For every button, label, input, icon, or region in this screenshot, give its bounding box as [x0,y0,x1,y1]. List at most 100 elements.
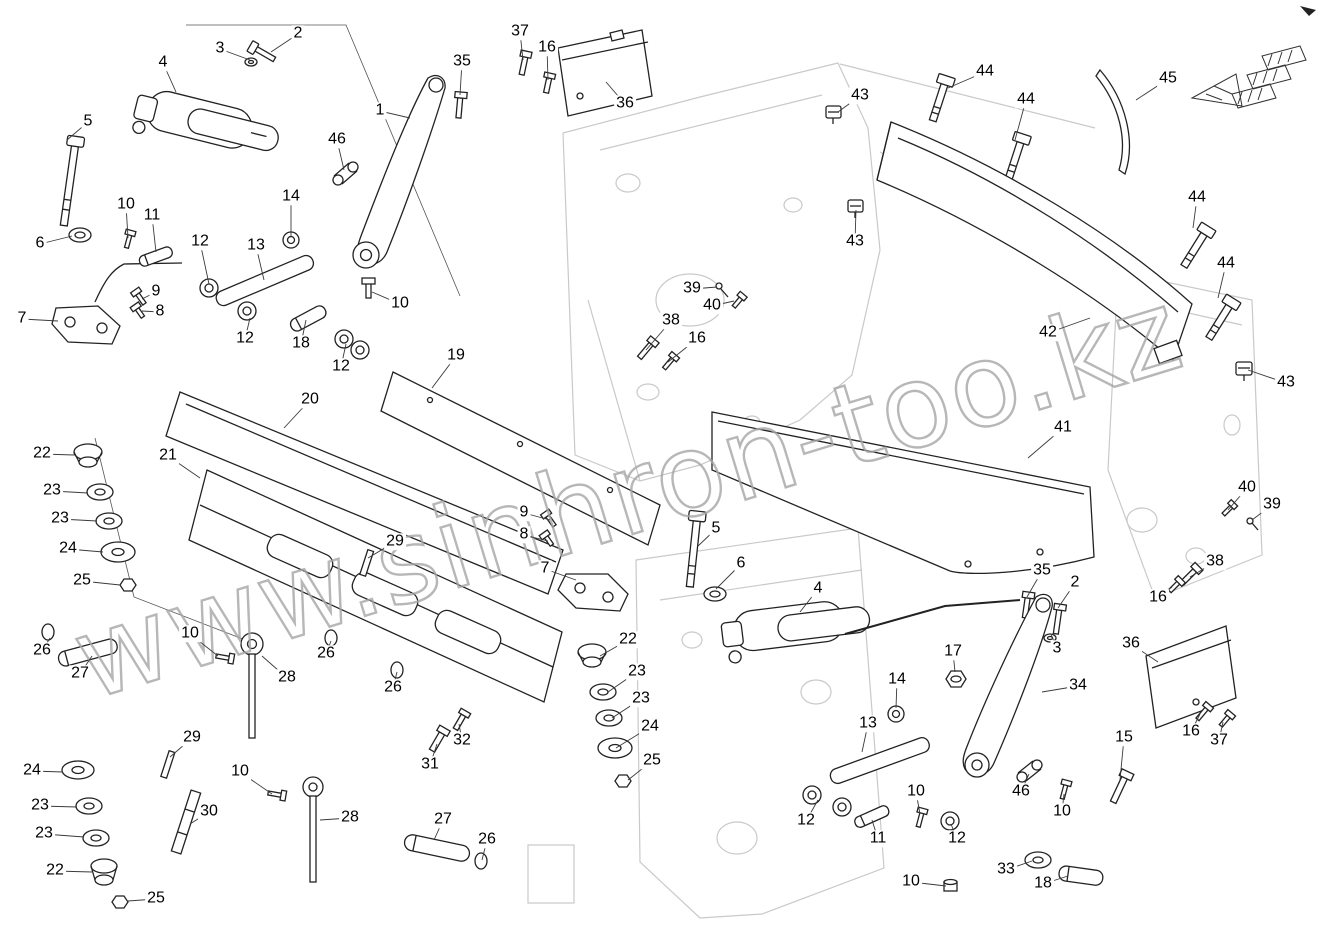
leader-line [627,760,653,781]
leader-line [151,215,157,253]
part-clip-43-c [1235,361,1253,381]
leader-line [607,671,638,693]
part-pin-11-right [854,805,890,828]
part-screw-9-left [129,286,147,306]
part-rod-13-right [829,737,930,785]
leader-line [1247,369,1287,384]
part-nut-10-bottom [943,878,958,892]
part-curved-arm-1 [352,74,446,269]
leader-line [41,453,75,456]
part-screw-8-left [129,301,146,320]
leader-line [239,771,273,795]
part-mount-stack-lower-left [61,760,129,909]
leader-line [691,286,718,290]
part-bolt-5-center [685,509,707,588]
leader-line [371,291,401,305]
leader-line [431,355,457,389]
leader-line [1020,773,1030,793]
part-panel-20 [165,391,564,595]
part-bushings-12-left [199,278,370,360]
part-mount-stack-center [577,643,633,788]
leader-line [605,81,626,105]
leader-line [79,655,93,675]
leader-line [861,723,869,753]
leader-line [947,71,986,89]
leader-line [336,139,345,171]
exploded-parts [41,29,1259,909]
part-bracket-7-center [557,573,629,612]
leader-line [300,319,307,345]
leader-line [41,637,51,652]
part-rod-28-upper [240,632,264,739]
leader-line [1218,721,1224,742]
leader-line [950,823,958,840]
leader-line [54,870,93,873]
part-panel-41 [711,411,1095,575]
leader-line [1041,685,1079,693]
part-bushings-12-right [802,785,960,831]
part-rod-13-left [215,254,315,307]
part-actuator-left [132,90,279,152]
leader-line [270,33,299,53]
part-seal-45 [1095,68,1131,176]
part-screw-16-right-mid [1167,574,1187,594]
part-bracket-7-left [51,305,121,345]
leader-line [667,338,698,363]
leader-line [141,310,161,313]
part-washer-6-center [703,586,727,602]
part-bracket-46-right [1016,759,1043,783]
leader-line [1026,570,1043,598]
leader-line [325,640,332,655]
leader-line [1190,713,1201,733]
leader-line [481,839,488,861]
leader-line [615,726,651,749]
corner-mark-icon [1300,6,1316,16]
leader-line [1157,586,1173,599]
leader-line [1217,263,1227,299]
leader-line [799,588,819,613]
leader-line [871,819,879,840]
leader-line [141,291,157,300]
part-rod-28-lower [302,776,324,883]
part-pin-18-left [289,305,327,332]
part-panel-21 [188,469,563,703]
leader-line [189,633,219,657]
part-link-bar-left [94,262,183,303]
part-bolt-39-left [715,282,729,298]
part-bolt-10-e [915,806,929,829]
part-link-bar-right [844,599,1021,635]
part-stud-29-lower [160,749,176,780]
leader-line [519,31,524,61]
leader-line [319,817,351,821]
part-bolt-39-right [1246,517,1259,531]
leader-line [915,791,921,815]
leader-line [1192,197,1198,229]
part-clip-43-b [847,199,864,218]
part-screw-8-center [538,529,555,548]
part-curved-arm-34 [962,593,1053,778]
leader-line [711,300,735,307]
part-bolt-10-b [361,277,376,299]
leader-line [523,512,551,521]
leader-line [837,95,861,113]
leader-line [1227,487,1248,511]
leader-line [1014,99,1027,141]
leader-line [459,61,463,96]
part-screw-16-left-top [542,71,557,95]
part-bolt-10-c [214,652,236,665]
leader-line [1061,793,1065,813]
leader-line [255,245,265,281]
leader-line [39,235,73,245]
part-pin-27-left [57,638,118,667]
leader-line [1189,561,1216,578]
part-panel-36-top [557,29,653,117]
leader-line [66,121,89,141]
leader-line [1027,427,1064,459]
leader-line [219,48,251,61]
leader-line [599,639,629,657]
part-washer-33 [1024,851,1052,869]
part-bolt-2-right [1052,602,1068,635]
part-bolt-10-f [1059,778,1073,801]
